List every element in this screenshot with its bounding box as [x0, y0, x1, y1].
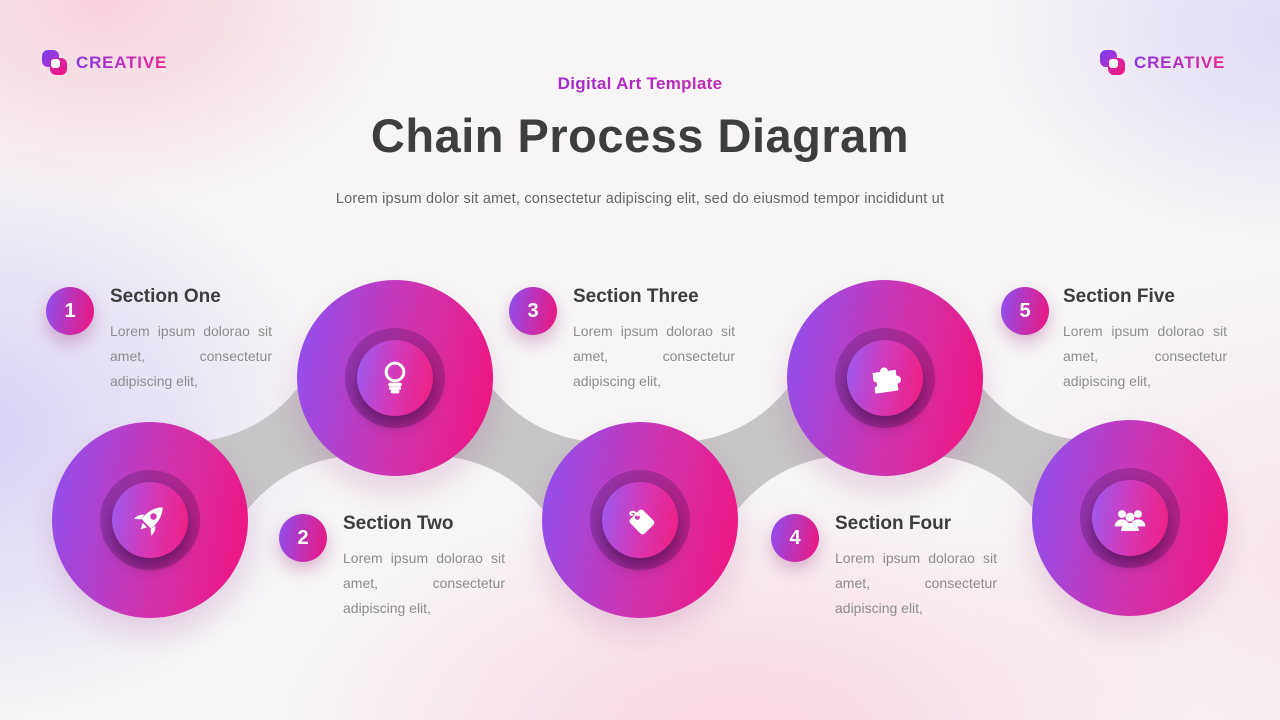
slide-subtitle: Lorem ipsum dolor sit amet, consectetur … [335, 191, 945, 207]
brand-logo-icon [42, 50, 68, 76]
slide-kicker: Digital Art Template [0, 74, 1280, 94]
brand-logo-icon [1100, 50, 1126, 76]
section-title: Section Four [835, 513, 952, 534]
section-title: Section Three [573, 286, 699, 307]
lightbulb-icon [384, 361, 406, 394]
step-number: 5 [1019, 299, 1031, 322]
node-core [112, 482, 188, 558]
tag-icon [629, 509, 655, 535]
brand-logo-right: CREATIVE [1100, 50, 1225, 76]
node-circle-3 [542, 422, 738, 618]
section-body: Lorem ipsum dolorao sit amet, consectetu… [573, 323, 735, 389]
node-core [1092, 480, 1168, 556]
section-three-text: Section Three Lorem ipsum dolorao sit am… [573, 286, 735, 394]
step-badge-3: 3 [509, 287, 557, 335]
rocket-icon [134, 507, 163, 536]
step-number: 1 [64, 299, 76, 322]
step-number: 2 [297, 526, 309, 549]
step-number: 4 [789, 526, 801, 549]
node-core [602, 482, 678, 558]
puzzle-icon [872, 367, 901, 394]
section-title: Section Two [343, 513, 454, 534]
step-badge-5: 5 [1001, 287, 1049, 335]
step-number: 3 [527, 299, 539, 322]
users-icon [1114, 510, 1146, 531]
brand-name: CREATIVE [1134, 53, 1226, 72]
step-badge-2: 2 [279, 514, 327, 562]
step-badge-1: 1 [46, 287, 94, 335]
node-circle-5 [1032, 420, 1228, 616]
section-body: Lorem ipsum dolorao sit amet, consectetu… [1063, 323, 1227, 389]
section-body: Lorem ipsum dolorao sit amet, consectetu… [343, 550, 505, 616]
brand-logo-left: CREATIVE [42, 50, 167, 76]
section-one-text: Section One Lorem ipsum dolorao sit amet… [110, 286, 272, 394]
section-title: Section Five [1063, 286, 1175, 307]
section-body: Lorem ipsum dolorao sit amet, consectetu… [835, 550, 997, 616]
section-four-text: Section Four Lorem ipsum dolorao sit ame… [835, 513, 997, 621]
section-title: Section One [110, 286, 221, 307]
node-circle-1 [52, 422, 248, 618]
node-core [847, 340, 923, 416]
step-badge-4: 4 [771, 514, 819, 562]
page-title: Chain Process Diagram [370, 109, 910, 162]
brand-name: CREATIVE [76, 53, 168, 72]
section-two-text: Section Two Lorem ipsum dolorao sit amet… [343, 513, 505, 621]
node-circle-2 [297, 280, 493, 476]
node-core [357, 340, 433, 416]
section-five-text: Section Five Lorem ipsum dolorao sit ame… [1063, 286, 1227, 394]
section-body: Lorem ipsum dolorao sit amet, consectetu… [110, 323, 272, 389]
node-circle-4 [787, 280, 983, 476]
